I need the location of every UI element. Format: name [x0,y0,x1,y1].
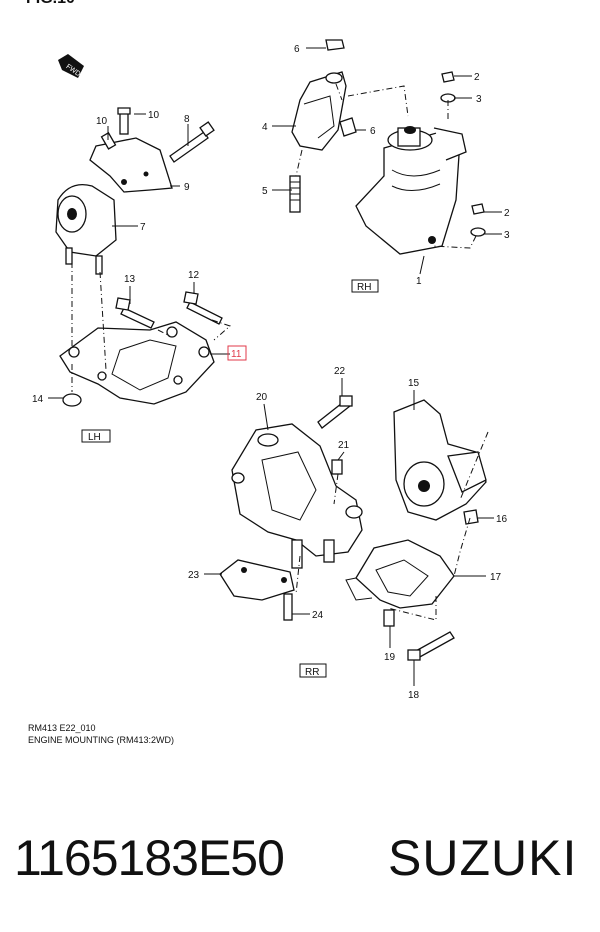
part-4-bracket [291,71,347,151]
part-16-bolt [463,509,479,525]
callout-3: 3 [476,94,482,105]
callout-6: 6 [294,44,300,55]
callout-8: 8 [184,114,190,125]
figure-label: FIG.10 [26,0,75,8]
callout-1: 1 [416,276,422,287]
callout-10: 10 [96,116,108,127]
callout-23: 23 [188,570,200,581]
callout-4: 4 [262,122,268,133]
part-9-bracket [89,137,173,193]
rr-box [299,663,327,678]
callout-9: 9 [184,182,190,193]
callout-19: 19 [384,652,396,663]
brand-name: SUZUKI [388,830,578,886]
callout-13: 13 [124,274,136,285]
rh-box [351,279,379,293]
callout-10: 10 [148,110,160,121]
callout-15: 15 [408,378,420,389]
caption-code: RM413 E22_010 [28,723,96,733]
diagram-caption: RM413 E22_010 ENGINE MOUNTING (RM413:2WD… [28,722,174,746]
part-6-nut-top [325,39,345,51]
caption-title: ENGINE MOUNTING (RM413:2WD) [28,735,175,745]
callout-3: 3 [504,230,510,241]
callout-5: 5 [262,186,268,197]
callout-24: 24 [312,610,324,621]
part-number: 1165183E50 [14,830,285,886]
part-13-bolt [120,307,155,329]
callouts: 6 4 5 6 2 3 2 3 1 RH 10 10 8 9 7 13 12 1… [32,44,510,701]
part-8-bolt [169,131,209,163]
footer: 1165183E50 SUZUKI [0,822,600,902]
callout-18: 18 [408,690,420,701]
part-11-bracket [59,321,215,405]
callout-22: 22 [334,366,346,377]
part-12-bolt [186,301,223,325]
rh-label: RH [357,282,371,293]
callout-16: 16 [496,514,508,525]
rr-group [219,395,489,678]
callout-7: 7 [140,222,146,233]
callout-2: 2 [504,208,510,219]
part-21-bolt [331,459,343,475]
part-20-bracket [231,423,363,557]
callout-17: 17 [490,572,502,583]
callout-11: 11 [231,349,242,360]
callout-12: 12 [188,270,200,281]
callout-11-highlight [227,345,247,361]
lh-label: LH [88,432,101,443]
part-19-bolt [383,609,395,627]
lh-box [81,429,111,443]
engine-mounting-diagram: FWD [32,39,510,701]
rh-group [289,39,486,293]
callout-20: 20 [256,392,268,403]
callout-14: 14 [32,394,44,405]
part-6-nut-side [339,117,357,137]
part-24-bolt [283,593,293,621]
fwd-arrow-icon: FWD [58,54,84,78]
callout-6: 6 [370,126,376,137]
callout-21: 21 [338,440,350,451]
rr-label: RR [305,667,319,678]
part-14-nut [62,393,82,407]
leader-lines [48,47,502,686]
lh-group [55,107,231,443]
callout-2: 2 [474,72,480,83]
part-23-bracket [219,559,295,601]
